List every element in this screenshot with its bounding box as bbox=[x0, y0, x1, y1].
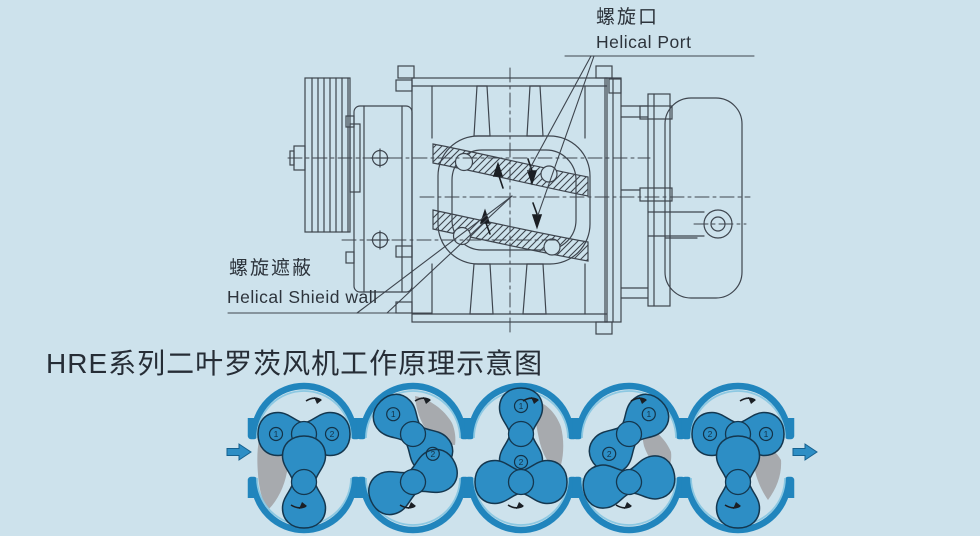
stage-casing bbox=[464, 476, 578, 534]
lobe-badge-2: 2 bbox=[425, 446, 440, 461]
lobe-badge-2: 2 bbox=[324, 426, 340, 442]
rotation-arrow-bottom bbox=[615, 502, 632, 509]
diagram-title: HRE系列二叶罗茨风机工作原理示意图 bbox=[46, 348, 544, 379]
badge-number: 1 bbox=[391, 409, 396, 419]
badge-number: 1 bbox=[646, 409, 651, 419]
badge-ring bbox=[602, 446, 617, 461]
badge-number: 2 bbox=[430, 449, 435, 459]
rotor-chamber-outline bbox=[437, 135, 591, 265]
rotation-arrow-top bbox=[305, 397, 322, 404]
badge-number: 2 bbox=[519, 457, 524, 467]
badge-ring bbox=[513, 454, 529, 470]
helical-port-label-en: Helical Port bbox=[596, 32, 692, 52]
badge-ring bbox=[758, 426, 774, 442]
trapped-air-volume bbox=[415, 396, 456, 445]
badge-ring bbox=[268, 426, 284, 442]
stage-casing bbox=[572, 476, 686, 534]
port-bore bbox=[540, 165, 558, 183]
outlet-flow-arrow bbox=[792, 443, 818, 461]
badge-number: 2 bbox=[708, 429, 713, 439]
badge-ring bbox=[425, 446, 440, 461]
stage-casing bbox=[572, 382, 686, 440]
inlet-flow-arrow bbox=[226, 443, 252, 461]
casing-highlight bbox=[473, 477, 569, 526]
badge-ring bbox=[702, 426, 718, 442]
badge-number: 2 bbox=[607, 449, 612, 459]
bottom-rotor-shaft bbox=[290, 468, 318, 496]
badge-number: 2 bbox=[330, 429, 335, 439]
rotor-stage-4: 12 bbox=[572, 382, 686, 534]
badge-ring bbox=[641, 407, 656, 422]
end-housing bbox=[664, 97, 743, 299]
rotation-arrow-top bbox=[630, 397, 647, 404]
rotation-arrow-bottom bbox=[290, 502, 307, 509]
rotor-stage-5: 12 bbox=[681, 382, 795, 534]
rotation-arrow-bottom bbox=[399, 502, 416, 509]
discharge-end-assembly bbox=[604, 77, 743, 323]
top-rotor-shaft bbox=[615, 420, 643, 448]
lobe-badge-1: 1 bbox=[641, 407, 656, 422]
casing-highlight bbox=[365, 390, 461, 439]
bottom-rotor bbox=[715, 435, 761, 529]
helical-shield-label-en: Helical Shieid wall bbox=[227, 287, 378, 307]
stage-casing bbox=[464, 382, 578, 440]
lobe-badge-2: 2 bbox=[602, 446, 617, 461]
badge-number: 1 bbox=[519, 401, 524, 411]
rotor-stage-3: 12 bbox=[464, 382, 578, 534]
trapped-air-volume bbox=[257, 440, 289, 510]
casing-highlight bbox=[256, 390, 352, 439]
bottom-rotor bbox=[368, 448, 458, 516]
bottom-rotor bbox=[582, 455, 676, 509]
badge-ring bbox=[324, 426, 340, 442]
lobe-badge-2: 2 bbox=[702, 426, 718, 442]
helical-shield-label-zh: 螺旋遮蔽 bbox=[229, 258, 314, 279]
lobe-badge-2: 2 bbox=[513, 454, 529, 470]
stage-casing bbox=[356, 382, 470, 440]
bottom-rotor-shaft bbox=[507, 468, 535, 496]
port-bore bbox=[543, 238, 561, 256]
badge-ring bbox=[513, 398, 529, 414]
bottom-rotor bbox=[281, 435, 327, 529]
helical-port-label-zh: 螺旋口 bbox=[596, 7, 660, 28]
top-rotor-shaft bbox=[507, 420, 535, 448]
port-bore bbox=[452, 226, 472, 246]
lobe-badge-1: 1 bbox=[758, 426, 774, 442]
badge-ring bbox=[386, 407, 401, 422]
badge-number: 1 bbox=[764, 429, 769, 439]
casing-highlight bbox=[690, 390, 786, 439]
bottom-rotor bbox=[474, 459, 568, 505]
bottom-rotor-shaft bbox=[399, 468, 427, 496]
centerlines bbox=[287, 67, 751, 335]
lobe-badge-1: 1 bbox=[386, 407, 401, 422]
lobe-badge-1: 1 bbox=[513, 398, 529, 414]
trapped-air-volume bbox=[534, 400, 564, 471]
rotation-arrow-bottom bbox=[724, 502, 741, 509]
rotor-stage-2: 12 bbox=[356, 382, 470, 534]
port-flow-arrows bbox=[479, 158, 543, 235]
rotation-arrow-top bbox=[739, 397, 756, 404]
casing-highlight bbox=[581, 390, 677, 439]
bottom-rotor-shaft bbox=[615, 468, 643, 496]
leader-lines bbox=[227, 55, 755, 314]
stage-casing bbox=[356, 476, 470, 534]
bottom-rotor-shaft bbox=[724, 468, 752, 496]
stage-casing bbox=[681, 476, 795, 534]
lobe-badge-1: 1 bbox=[268, 426, 284, 442]
stage-casing bbox=[681, 382, 795, 440]
rotation-arrow-bottom bbox=[507, 502, 524, 509]
rotation-arrow-top bbox=[414, 397, 431, 404]
top-rotor-shaft bbox=[399, 420, 427, 448]
badge-number: 1 bbox=[274, 429, 279, 439]
stage-casing bbox=[247, 382, 361, 440]
rotation-arrow-top bbox=[522, 397, 539, 404]
stage-casing bbox=[247, 476, 361, 534]
